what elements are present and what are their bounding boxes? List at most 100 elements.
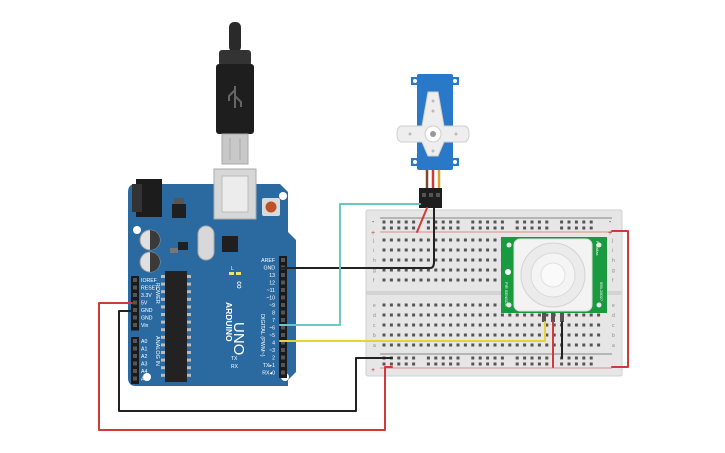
breadboard-hole[interactable] — [574, 220, 578, 224]
breadboard-hole[interactable] — [434, 323, 438, 327]
header-pin[interactable] — [133, 369, 137, 373]
breadboard-hole[interactable] — [434, 362, 438, 366]
breadboard-hole[interactable] — [456, 333, 460, 337]
breadboard-hole[interactable] — [434, 313, 438, 317]
breadboard-hole[interactable] — [508, 313, 512, 317]
breadboard-hole[interactable] — [404, 258, 408, 262]
breadboard-hole[interactable] — [434, 248, 438, 252]
breadboard-hole[interactable] — [493, 238, 497, 242]
breadboard-hole[interactable] — [382, 333, 386, 337]
breadboard-hole[interactable] — [412, 323, 416, 327]
breadboard-hole[interactable] — [582, 220, 586, 224]
breadboard-hole[interactable] — [441, 278, 445, 282]
breadboard-hole[interactable] — [582, 343, 586, 347]
breadboard-hole[interactable] — [486, 268, 490, 272]
breadboard-hole[interactable] — [412, 258, 416, 262]
breadboard-hole[interactable] — [404, 238, 408, 242]
breadboard-hole[interactable] — [574, 313, 578, 317]
breadboard-hole[interactable] — [471, 323, 475, 327]
breadboard-hole[interactable] — [441, 356, 445, 360]
breadboard-hole[interactable] — [515, 313, 519, 317]
breadboard-hole[interactable] — [523, 356, 527, 360]
breadboard-hole[interactable] — [530, 333, 534, 337]
breadboard-hole[interactable] — [441, 226, 445, 230]
breadboard-hole[interactable] — [404, 220, 408, 224]
header-pin[interactable] — [133, 361, 137, 366]
header-pin[interactable] — [133, 300, 137, 305]
breadboard-hole[interactable] — [471, 303, 475, 307]
breadboard-hole[interactable] — [567, 333, 571, 337]
breadboard-hole[interactable] — [493, 220, 497, 224]
breadboard-hole[interactable] — [545, 333, 549, 337]
servo-horn[interactable] — [396, 91, 470, 157]
breadboard-hole[interactable] — [515, 226, 519, 230]
breadboard-hole[interactable] — [486, 220, 490, 224]
breadboard-hole[interactable] — [574, 343, 578, 347]
breadboard-hole[interactable] — [597, 323, 601, 327]
breadboard-hole[interactable] — [382, 362, 386, 366]
breadboard-hole[interactable] — [426, 343, 430, 347]
header-pin[interactable] — [281, 370, 285, 375]
breadboard-hole[interactable] — [382, 258, 386, 262]
breadboard-hole[interactable] — [545, 362, 549, 366]
breadboard-hole[interactable] — [382, 343, 386, 347]
breadboard-hole[interactable] — [500, 323, 504, 327]
breadboard-hole[interactable] — [404, 343, 408, 347]
breadboard-hole[interactable] — [471, 268, 475, 272]
breadboard-hole[interactable] — [478, 226, 482, 230]
breadboard-hole[interactable] — [419, 313, 423, 317]
breadboard-hole[interactable] — [486, 343, 490, 347]
arduino-uno-board[interactable]: L TX RX ARDUINO UNO ∞ POWER ANALOG IN DI… — [128, 168, 296, 386]
breadboard-hole[interactable] — [382, 313, 386, 317]
breadboard-hole[interactable] — [508, 323, 512, 327]
breadboard-hole[interactable] — [397, 303, 401, 307]
breadboard-hole[interactable] — [552, 323, 556, 327]
breadboard-hole[interactable] — [397, 278, 401, 282]
breadboard-hole[interactable] — [456, 313, 460, 317]
header-pin[interactable] — [281, 310, 285, 315]
breadboard-hole[interactable] — [456, 220, 460, 224]
breadboard-hole[interactable] — [456, 343, 460, 347]
breadboard-hole[interactable] — [545, 226, 549, 230]
breadboard-hole[interactable] — [449, 356, 453, 360]
breadboard-hole[interactable] — [397, 356, 401, 360]
breadboard-hole[interactable] — [589, 313, 593, 317]
header-pin[interactable] — [281, 340, 285, 345]
breadboard-hole[interactable] — [397, 362, 401, 366]
breadboard-hole[interactable] — [500, 220, 504, 224]
breadboard-hole[interactable] — [493, 248, 497, 252]
breadboard-hole[interactable] — [582, 323, 586, 327]
analog-header[interactable] — [131, 337, 139, 384]
header-pin[interactable] — [281, 273, 285, 277]
breadboard-hole[interactable] — [471, 238, 475, 242]
breadboard-hole[interactable] — [478, 278, 482, 282]
breadboard-hole[interactable] — [412, 268, 416, 272]
breadboard-hole[interactable] — [382, 268, 386, 272]
breadboard-hole[interactable] — [582, 362, 586, 366]
breadboard-hole[interactable] — [441, 248, 445, 252]
breadboard-hole[interactable] — [397, 323, 401, 327]
header-pin[interactable] — [133, 315, 137, 320]
breadboard-hole[interactable] — [537, 313, 541, 317]
breadboard-hole[interactable] — [434, 343, 438, 347]
breadboard-hole[interactable] — [574, 333, 578, 337]
breadboard-hole[interactable] — [471, 248, 475, 252]
breadboard-hole[interactable] — [426, 278, 430, 282]
breadboard-hole[interactable] — [397, 248, 401, 252]
breadboard-hole[interactable] — [537, 362, 541, 366]
breadboard-hole[interactable] — [471, 278, 475, 282]
breadboard-hole[interactable] — [389, 258, 393, 262]
breadboard-hole[interactable] — [574, 362, 578, 366]
wire-pir-signal-yellow[interactable] — [279, 321, 546, 342]
header-pin[interactable] — [281, 325, 285, 330]
breadboard-hole[interactable] — [456, 362, 460, 366]
breadboard-hole[interactable] — [515, 333, 519, 337]
header-pin[interactable] — [133, 278, 137, 282]
breadboard-hole[interactable] — [515, 323, 519, 327]
breadboard-hole[interactable] — [426, 258, 430, 262]
breadboard-hole[interactable] — [463, 313, 467, 317]
breadboard-hole[interactable] — [463, 303, 467, 307]
breadboard-hole[interactable] — [493, 323, 497, 327]
breadboard-hole[interactable] — [456, 248, 460, 252]
breadboard-hole[interactable] — [530, 220, 534, 224]
